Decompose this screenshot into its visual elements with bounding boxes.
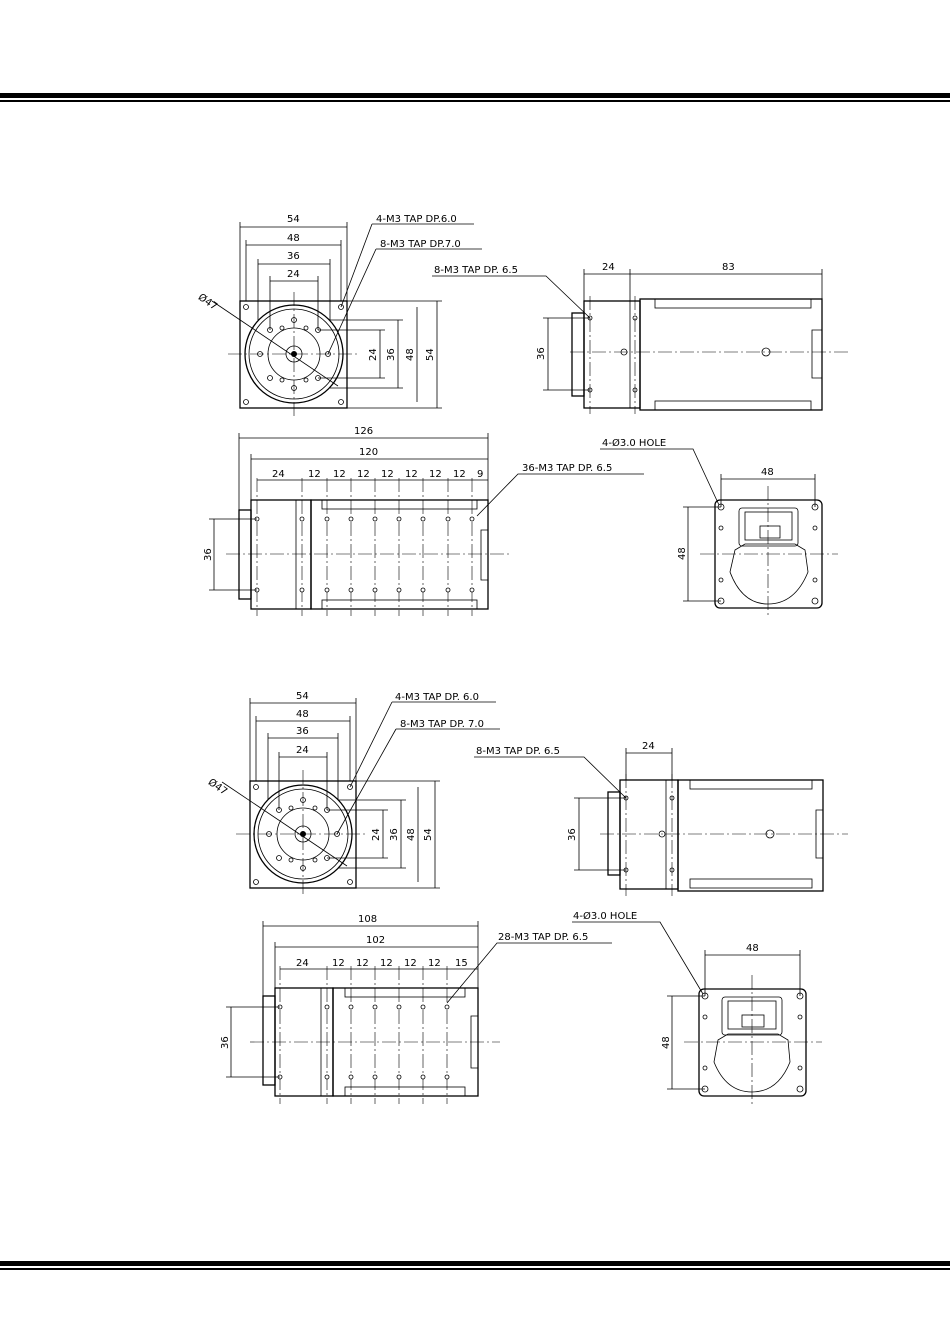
d1-rear-view: 48 48 4-Ø3.0 HOLE — [600, 437, 838, 618]
d2-front-view: 54 48 36 24 Ø47 24 36 48 54 4-M3 TAP DP.… — [206, 691, 500, 896]
d2-side-dim-24: 24 — [642, 741, 655, 752]
d2-top-view: 108 102 24 12 12 12 12 12 15 36 28-M3 TA… — [220, 914, 612, 1104]
d2-front-v48: 48 — [406, 828, 417, 841]
d2-front-dim-48: 48 — [296, 709, 309, 720]
d1-side-view: 24 83 36 8-M3 TAP DP. 6.5 — [432, 262, 848, 414]
d1-rear-v48: 48 — [677, 547, 688, 560]
d1-front-v48: 48 — [405, 348, 416, 361]
d2-top-dim-108: 108 — [358, 914, 377, 925]
d1-top-seg-6: 12 — [429, 469, 442, 480]
d1-top-dim-120: 120 — [359, 447, 378, 458]
d1-top-seg-0: 24 — [272, 469, 285, 480]
d1-side-note: 8-M3 TAP DP. 6.5 — [434, 265, 518, 276]
d2-front-dim-24: 24 — [296, 745, 309, 756]
d2-front-note-a: 4-M3 TAP DP. 6.0 — [395, 692, 479, 703]
d2-rear-dim-48: 48 — [746, 943, 759, 954]
d2-top-seg-1: 12 — [332, 958, 345, 969]
d1-rear-note: 4-Ø3.0 HOLE — [602, 437, 666, 449]
footer-rule-thick — [0, 1261, 950, 1266]
d1-side-dim-83: 83 — [722, 262, 735, 273]
d1-top-holes — [254, 478, 475, 616]
d2-top-v36: 36 — [220, 1036, 231, 1049]
d1-front-dim-48: 48 — [287, 233, 300, 244]
d2-top-holes — [277, 966, 450, 1104]
d1-front-note-a: 4-M3 TAP DP.6.0 — [376, 214, 457, 225]
d1-top-seg-5: 12 — [405, 469, 418, 480]
d1-top-view: 126 120 24 12 12 12 12 12 12 12 9 36 36-… — [203, 426, 644, 616]
d1-front-dim-36: 36 — [287, 251, 300, 262]
d1-rear-dim-48: 48 — [761, 467, 774, 478]
d1-front-v54: 54 — [425, 348, 436, 361]
d2-rear-view: 48 48 4-Ø3.0 HOLE — [572, 910, 822, 1106]
header-rule-thick — [0, 93, 950, 98]
d2-top-seg-0: 24 — [296, 958, 309, 969]
d2-top-seg-5: 12 — [428, 958, 441, 969]
d2-top-seg-2: 12 — [356, 958, 369, 969]
d1-top-dim-126: 126 — [354, 426, 373, 437]
d1-front-dia-47: Ø47 — [196, 291, 220, 313]
d2-front-dim-54: 54 — [296, 691, 309, 702]
d1-side-dim-24: 24 — [602, 262, 615, 273]
d2-front-note-b: 8-M3 TAP DP. 7.0 — [400, 719, 484, 730]
d2-top-seg-3: 12 — [380, 958, 393, 969]
d2-front-v24: 24 — [371, 828, 382, 841]
d1-top-seg-2: 12 — [333, 469, 346, 480]
d1-front-note-b: 8-M3 TAP DP.7.0 — [380, 239, 461, 250]
d1-front-dim-54: 54 — [287, 214, 300, 225]
d2-rear-note: 4-Ø3.0 HOLE — [573, 910, 637, 922]
d1-front-v36: 36 — [386, 348, 397, 361]
d1-top-v36: 36 — [203, 548, 214, 561]
d2-side-view: 24 36 8-M3 TAP DP. 6.5 — [474, 741, 848, 896]
d2-top-seg-6: 15 — [455, 958, 468, 969]
d2-top-note: 28-M3 TAP DP. 6.5 — [498, 932, 588, 943]
d1-top-seg-1: 12 — [308, 469, 321, 480]
d2-front-v36: 36 — [389, 828, 400, 841]
d2-side-v36: 36 — [567, 828, 578, 841]
d1-top-seg-7: 12 — [453, 469, 466, 480]
d2-top-seg-4: 12 — [404, 958, 417, 969]
d2-front-v54: 54 — [423, 828, 434, 841]
d1-top-note: 36-M3 TAP DP. 6.5 — [522, 463, 612, 474]
d2-front-dia-47: Ø47 — [206, 776, 230, 798]
d1-top-seg-4: 12 — [381, 469, 394, 480]
d2-side-note: 8-M3 TAP DP. 6.5 — [476, 746, 560, 757]
footer-rule-thin — [0, 1268, 950, 1270]
d1-front-dim-24: 24 — [287, 269, 300, 280]
d1-top-seg-8: 9 — [477, 469, 483, 480]
d1-top-seg-3: 12 — [357, 469, 370, 480]
d1-side-v36: 36 — [536, 347, 547, 360]
d1-front-view: 54 48 36 24 Ø47 24 36 48 54 4-M3 TAP DP.… — [196, 214, 482, 416]
d1-front-v24: 24 — [368, 348, 379, 361]
d2-top-dim-102: 102 — [366, 935, 385, 946]
d2-front-dim-36: 36 — [296, 726, 309, 737]
d2-rear-v48: 48 — [661, 1036, 672, 1049]
header-rule-thin — [0, 100, 950, 102]
